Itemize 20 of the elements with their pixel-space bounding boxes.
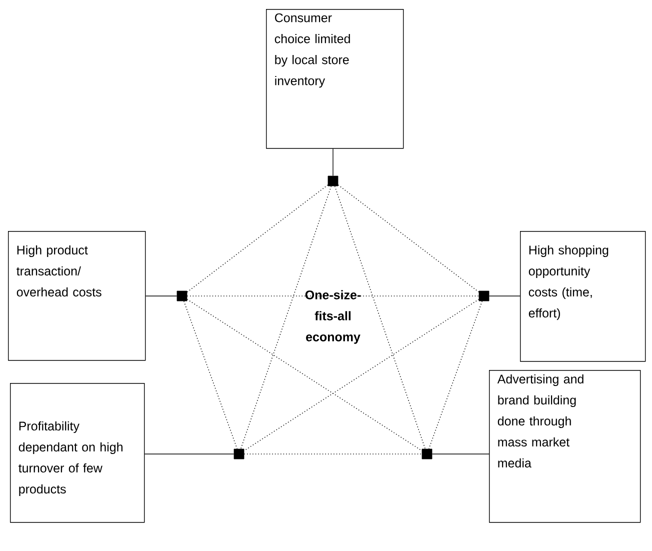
text-box: High product transaction/ overhead costs — [8, 231, 146, 361]
dotted-line — [428, 300, 483, 450]
junction-square — [422, 448, 432, 460]
dotted-line — [186, 298, 422, 452]
junction-square — [478, 290, 490, 302]
dotted-line — [334, 186, 426, 450]
text-box: Profitability dependant on high turnover of few products — [10, 383, 145, 523]
dotted-line — [186, 184, 328, 292]
connector-line — [332, 148, 334, 176]
text-box: High shopping opportunity costs (time, effort) — [520, 231, 646, 362]
text-box: Advertising and brand building done through mass market media — [489, 370, 641, 523]
junction-square — [328, 176, 338, 186]
text-box: Consumer choice limited by local store inventory — [266, 9, 404, 149]
dotted-line — [183, 300, 238, 450]
dotted-line — [240, 186, 332, 450]
center-label: One-size-fits-all economy — [305, 290, 361, 344]
junction-square — [176, 290, 188, 302]
dotted-line — [244, 298, 480, 452]
junction-square — [234, 448, 244, 460]
dotted-line — [338, 184, 480, 292]
